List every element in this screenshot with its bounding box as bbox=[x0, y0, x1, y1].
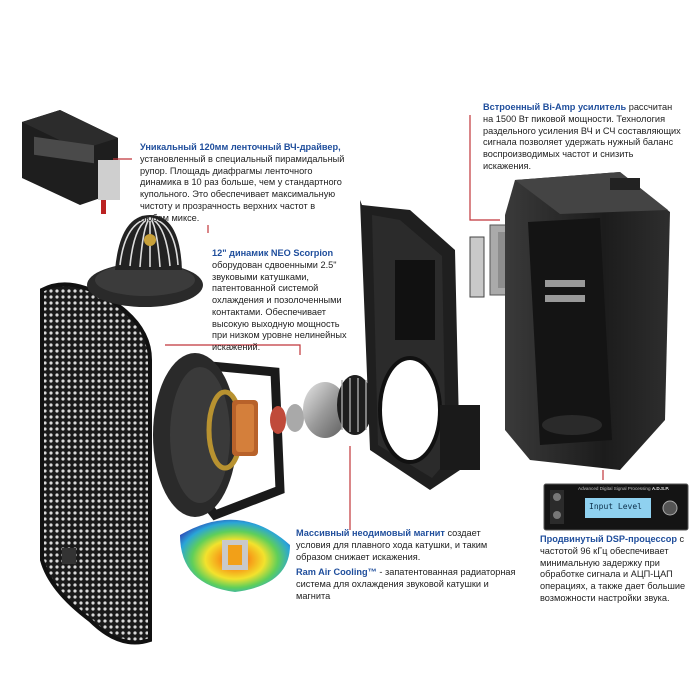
dsp-panel-icon bbox=[543, 483, 689, 531]
callout-amp-title: Встроенный Bi-Amp усилитель bbox=[483, 102, 627, 112]
callout-tweeter-text: установленный в специальный пирамидальны… bbox=[140, 153, 345, 223]
callout-dsp-text: с частотой 96 кГц обеспечивает минимальн… bbox=[540, 534, 686, 603]
callout-magnet-title: Массивный неодимовый магнит bbox=[296, 528, 445, 538]
dsp-panel-header: Advanced Digital Signal Processing A.D.S… bbox=[578, 486, 682, 492]
callout-amp-text: рассчитан на 1500 Вт пиковой мощности. Т… bbox=[483, 102, 681, 171]
callout-cooling-text: - запатентованная радиаторная система дл… bbox=[296, 567, 516, 601]
woofer-icon bbox=[87, 215, 203, 307]
callout-woofer-text: оборудован сдвоенными 2.5" звуковыми кат… bbox=[212, 259, 347, 353]
callout-cooling-title: Ram Air Cooling™ bbox=[296, 567, 377, 577]
thermal-simulation-icon bbox=[180, 519, 290, 592]
callout-amp: Встроенный Bi-Amp усилитель рассчитан на… bbox=[483, 102, 683, 173]
dsp-panel-brand: A.D.S.P. bbox=[651, 486, 670, 491]
callout-cooling: Ram Air Cooling™ - запатентованная радиа… bbox=[296, 567, 518, 602]
callout-magnet: Массивный неодимовый магнит создает усло… bbox=[296, 528, 494, 563]
cabinet-icon bbox=[505, 172, 670, 470]
callout-tweeter-title: Уникальный 120мм ленточный ВЧ-драйвер, bbox=[140, 142, 341, 152]
callout-magnet-text: создает условия для плавного хода катушк… bbox=[296, 528, 488, 562]
callout-woofer-title: 12" динамик NEO Scorpion bbox=[212, 248, 334, 258]
dsp-panel-header-text: Advanced Digital Signal Processing bbox=[578, 486, 651, 491]
callout-tweeter: Уникальный 120мм ленточный ВЧ-драйвер, у… bbox=[140, 142, 345, 224]
dsp-screen-text: Input Level bbox=[589, 502, 642, 511]
perforated-grille-icon bbox=[40, 282, 152, 645]
callout-dsp-title: Продвинутый DSP-процессор bbox=[540, 534, 677, 544]
front-baffle-icon bbox=[360, 200, 480, 490]
driver-exploded-parts bbox=[153, 353, 373, 521]
ribbon-tweeter-icon bbox=[22, 110, 120, 214]
leader-lines bbox=[113, 115, 604, 530]
callout-woofer: 12" динамик NEO Scorpion оборудован сдво… bbox=[212, 248, 347, 354]
callout-dsp: Продвинутый DSP-процессор с частотой 96 … bbox=[540, 534, 690, 605]
